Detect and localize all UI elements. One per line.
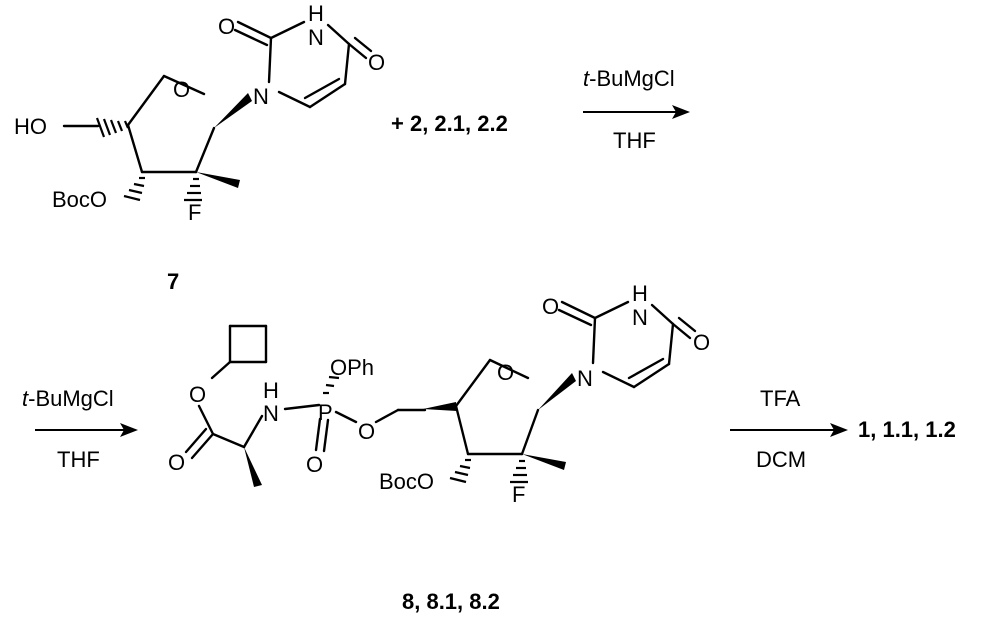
step3-reagent-label: TFA (760, 386, 801, 411)
ring-oxygen-label: O (173, 77, 190, 102)
step3-solvent-label: DCM (756, 447, 806, 472)
phosphate-link-oxygen-label: O (358, 419, 375, 444)
compound-8-label: 8, 8.1, 8.2 (402, 589, 500, 614)
ester-oxygen-label: O (189, 382, 206, 407)
c4-oxygen-label: O (368, 50, 385, 75)
n3-hydrogen-label-8: H (632, 281, 648, 306)
c2-methyl-wedge (196, 172, 240, 188)
amide-hydrogen-label: H (263, 378, 279, 403)
c4-oxygen-label-8: O (693, 330, 710, 355)
n1-label: N (253, 84, 269, 109)
compound-7-structure: HO O N H N O O BocO F (14, 1, 385, 225)
c1-n1-wedge (214, 93, 252, 128)
phosphorus-label: P (318, 400, 333, 425)
alanine-methyl-wedge (244, 447, 262, 487)
c4-prime-wedge (423, 402, 457, 411)
n3-label: N (308, 25, 324, 50)
fluorine-label-8: F (512, 482, 525, 507)
c3-prime-oboc-hashed-bond (450, 460, 471, 482)
compound-8-structure: O O H N P OPh O O O N H N O O BocO F (168, 281, 710, 507)
c4-c5-hashed-bond (97, 118, 128, 137)
c2-prime-methyl-wedge (522, 454, 566, 470)
fluorine-label: F (188, 200, 201, 225)
n3-hydrogen-label: H (308, 1, 324, 26)
phenoxy-label: OPh (330, 355, 374, 380)
c2-prime-f-hashed-bond (510, 461, 528, 482)
step3-arrow (730, 423, 848, 437)
final-product-label: 1, 1.1, 1.2 (858, 417, 956, 442)
n1-label-8: N (577, 366, 593, 391)
c2-oxygen-label: O (218, 14, 235, 39)
c3-oboc-hashed-bond (124, 178, 145, 200)
oboc-label: BocO (52, 187, 107, 212)
step1-solvent-label: THF (613, 128, 656, 153)
carbonyl-oxygen-label: O (168, 450, 185, 475)
c1-prime-n1-wedge (538, 373, 576, 410)
hydroxyl-label: HO (14, 114, 47, 139)
amide-nitrogen-label: N (263, 401, 279, 426)
step1-arrow (583, 105, 690, 119)
oboc-label-8: BocO (379, 469, 434, 494)
c2-oxygen-label-8: O (542, 294, 559, 319)
c2-f-hashed-bond (184, 179, 202, 200)
step1-reagent-label: t-BuMgCl (583, 66, 675, 91)
compound-7-label: 7 (167, 269, 179, 294)
phosphoryl-oxygen-label: O (306, 452, 323, 477)
n3-label-8: N (632, 305, 648, 330)
ring-oxygen-label-8: O (497, 360, 514, 385)
step2-reagent-label: t-BuMgCl (22, 386, 114, 411)
step2-arrow (35, 423, 138, 437)
plus-reagents-label: + 2, 2.1, 2.2 (391, 111, 508, 136)
step2-solvent-label: THF (57, 447, 100, 472)
